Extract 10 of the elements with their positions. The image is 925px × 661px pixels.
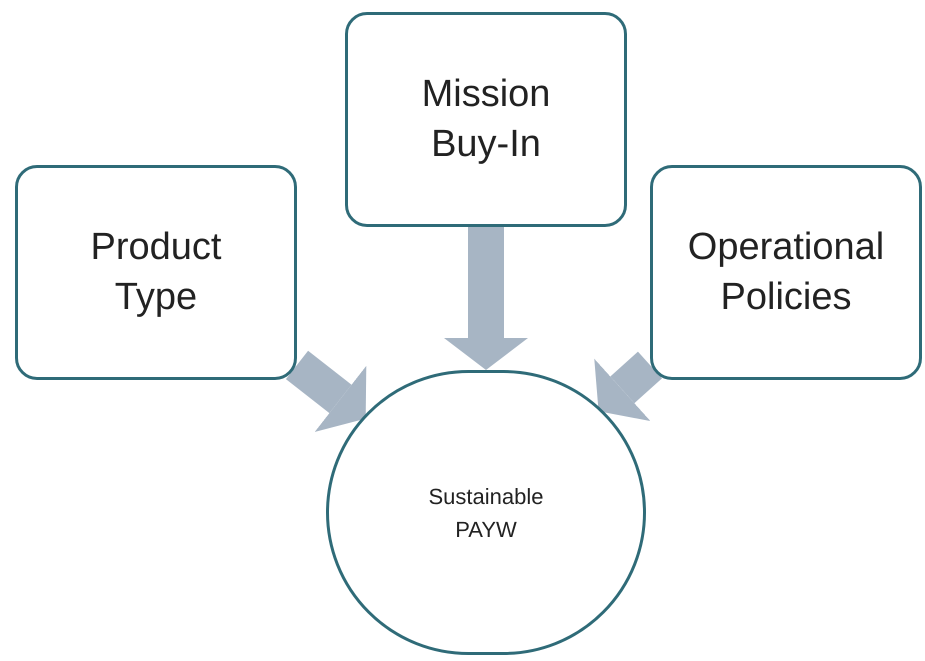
factor-box [345, 12, 627, 227]
box-label: Mission Buy-In [420, 72, 552, 166]
block-arrow [594, 352, 662, 422]
block-arrow [444, 227, 528, 370]
box-label: Product Type [90, 225, 222, 320]
block-arrow [286, 350, 366, 432]
box-label: Operational Policies [686, 225, 886, 320]
factor-box [650, 165, 922, 380]
circle-label: Sustainable PAYW [428, 482, 544, 544]
factor-box [15, 165, 297, 380]
